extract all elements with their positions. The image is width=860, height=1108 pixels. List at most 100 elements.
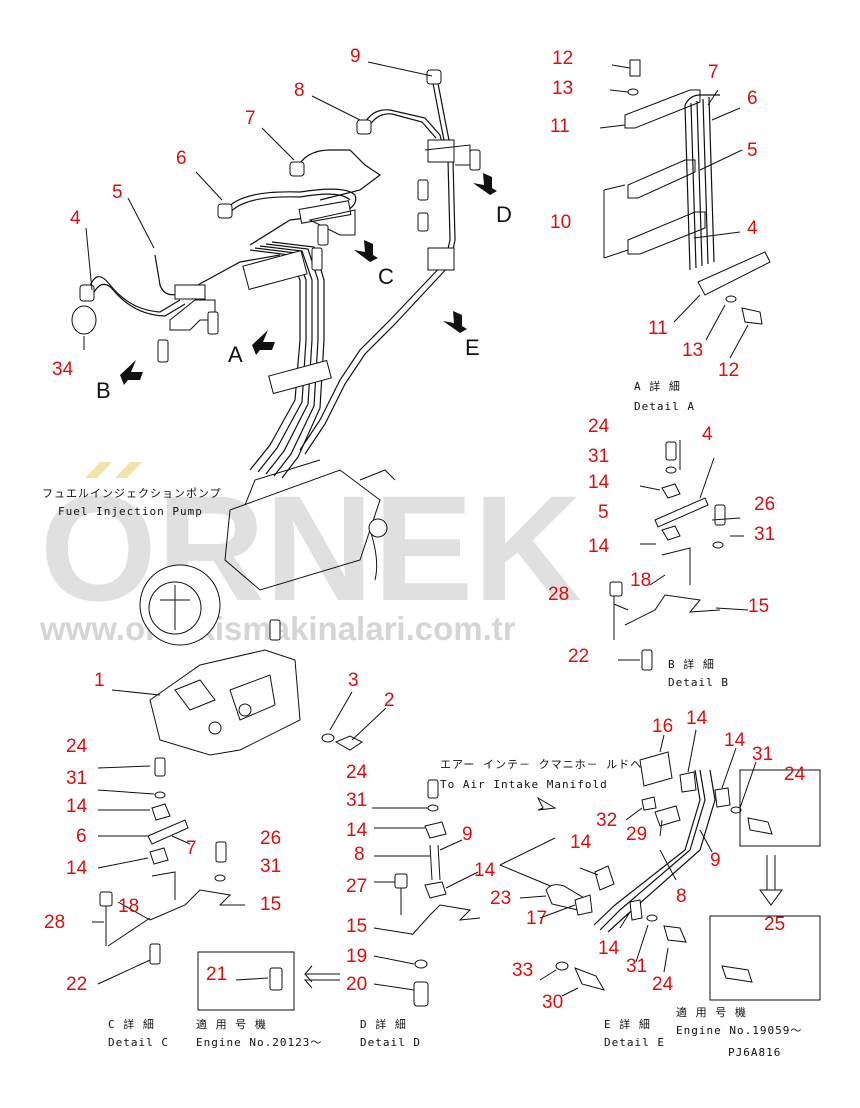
main-assembly: A B C D E bbox=[71, 61, 512, 756]
callout: 11 bbox=[648, 318, 668, 339]
view-arrow-e-icon bbox=[443, 311, 467, 333]
callout: 31 bbox=[754, 524, 775, 545]
callout: 4 bbox=[747, 218, 758, 239]
callout: 21 bbox=[206, 964, 227, 985]
callout: 6 bbox=[76, 826, 87, 847]
detail-d-en: Detail D bbox=[360, 1036, 421, 1049]
callout: 8 bbox=[676, 886, 687, 907]
detail-c-en: Detail C bbox=[108, 1036, 169, 1049]
callout: 31 bbox=[346, 790, 367, 811]
view-label-a: A bbox=[228, 342, 243, 367]
clamp-a-upper bbox=[242, 250, 308, 290]
callout: 31 bbox=[626, 956, 647, 977]
callout: 7 bbox=[708, 62, 719, 83]
callout: 25 bbox=[764, 914, 785, 935]
callout: 14 bbox=[66, 858, 88, 879]
pipe-4-5-segment bbox=[654, 497, 709, 528]
callout: 7 bbox=[186, 838, 197, 859]
detail-a-en: Detail A bbox=[634, 400, 695, 413]
callout: 22 bbox=[66, 974, 87, 995]
callout: 4 bbox=[70, 208, 81, 229]
callout: 31 bbox=[588, 446, 609, 467]
callout: 9 bbox=[710, 850, 721, 871]
callout: 27 bbox=[346, 876, 367, 897]
callout: 12 bbox=[552, 48, 573, 69]
bolt-2 bbox=[334, 735, 363, 751]
arrow-left-icon bbox=[303, 965, 340, 989]
detail-a-jp: A 詳 細 bbox=[634, 379, 681, 393]
callout: 5 bbox=[747, 140, 758, 161]
drawing-code: PJ6A816 bbox=[728, 1046, 781, 1059]
callout-numbers: 9 8 7 6 5 4 34 12 13 7 6 11 5 10 4 11 1 3… bbox=[44, 46, 806, 1013]
callout: 14 bbox=[724, 730, 746, 751]
callout: 31 bbox=[66, 768, 87, 789]
callout: 14 bbox=[686, 708, 708, 729]
pipe-7 bbox=[295, 149, 382, 201]
detail-c: C 詳 細 Detail C 適 用 号 機 Engine No.20123～ bbox=[92, 757, 340, 1049]
callout: 2 bbox=[384, 690, 395, 711]
callout: 14 bbox=[588, 536, 610, 557]
callout: 14 bbox=[588, 472, 610, 493]
detail-e-box-after bbox=[709, 915, 821, 1001]
callout: 28 bbox=[548, 584, 569, 605]
detail-a: A 詳 細 Detail A bbox=[599, 59, 771, 413]
callout: 29 bbox=[626, 824, 647, 845]
callout: 24 bbox=[784, 764, 806, 785]
bracket-c bbox=[308, 209, 356, 236]
part-34-sleeve bbox=[71, 305, 97, 335]
callout: 9 bbox=[350, 46, 361, 67]
bracket-15-c bbox=[149, 889, 245, 921]
callout: 32 bbox=[596, 810, 617, 831]
callout: 24 bbox=[588, 416, 610, 437]
detail-e-box-before bbox=[739, 769, 821, 847]
callout: 4 bbox=[702, 424, 713, 445]
pipe-4 bbox=[87, 276, 181, 313]
detail-d-jp: D 詳 細 bbox=[360, 1017, 407, 1031]
arrow-manifold-icon bbox=[536, 796, 557, 811]
serial1-jp: 適 用 号 機 bbox=[196, 1017, 267, 1031]
callout: 20 bbox=[346, 974, 367, 995]
fuel-injection-pump bbox=[139, 459, 396, 646]
serial2-en: Engine No.19059～ bbox=[676, 1024, 802, 1037]
detail-c-jp: C 詳 細 bbox=[108, 1017, 155, 1031]
clamp-c bbox=[298, 200, 352, 224]
callout: 22 bbox=[568, 646, 589, 667]
callout: 34 bbox=[52, 359, 74, 380]
callout: 24 bbox=[346, 762, 368, 783]
callout: 33 bbox=[512, 960, 533, 981]
bolt-12-bottom bbox=[741, 307, 763, 325]
callout: 10 bbox=[550, 212, 571, 233]
manifold-en: To Air Intake Manifold bbox=[440, 778, 608, 791]
clamp-b bbox=[174, 284, 206, 300]
callout: 1 bbox=[94, 670, 105, 691]
bolt-30 bbox=[574, 967, 606, 991]
clamp-11-mid bbox=[627, 159, 696, 199]
clamp-d bbox=[427, 139, 455, 163]
callout: 9 bbox=[462, 824, 473, 845]
callout: 26 bbox=[260, 828, 281, 849]
plate-16 bbox=[639, 751, 673, 787]
callout: 7 bbox=[245, 108, 256, 129]
callout: 13 bbox=[552, 78, 573, 99]
callout: 31 bbox=[752, 744, 773, 765]
callout: 8 bbox=[354, 844, 365, 865]
serial2-jp: 適 用 号 機 bbox=[676, 1005, 747, 1019]
detail-c-serial-box bbox=[197, 951, 295, 1011]
bracket-15-b bbox=[624, 594, 721, 626]
callout: 14 bbox=[598, 938, 620, 959]
callout: 15 bbox=[748, 596, 769, 617]
clamp-a-lower bbox=[268, 359, 332, 395]
callout: 11 bbox=[550, 116, 570, 137]
callout: 24 bbox=[652, 974, 674, 995]
callout: 17 bbox=[526, 908, 547, 929]
callout: 5 bbox=[598, 502, 609, 523]
callout: 14 bbox=[570, 832, 592, 853]
callout: 6 bbox=[747, 88, 758, 109]
callout: 15 bbox=[260, 894, 281, 915]
detail-b-jp: B 詳 細 bbox=[668, 657, 715, 671]
clamp-11-upper bbox=[624, 89, 701, 129]
clamp-10-lower bbox=[627, 211, 706, 255]
callout: 15 bbox=[346, 916, 367, 937]
